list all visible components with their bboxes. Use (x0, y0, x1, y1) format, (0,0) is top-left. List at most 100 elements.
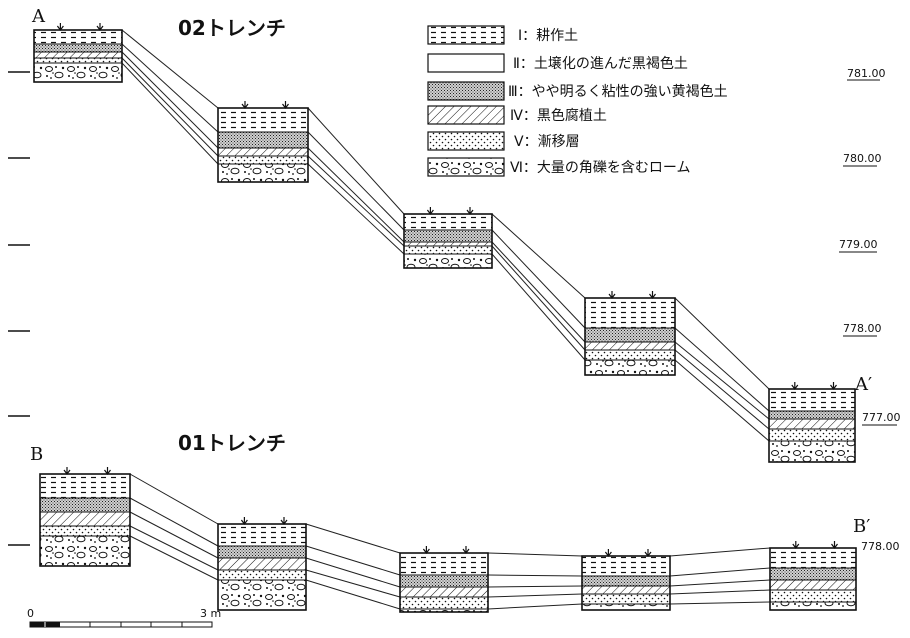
column-outline (584, 297, 676, 376)
correlation-line (491, 253, 586, 361)
surface-marker (282, 101, 289, 109)
correlation-line (669, 579, 771, 587)
soil-layer (218, 108, 308, 132)
soil-layer (770, 568, 856, 580)
column-outline (217, 107, 309, 183)
soil-layer (40, 474, 130, 498)
correlation-line (491, 213, 586, 299)
soil-layer (34, 52, 122, 58)
soil-layer (404, 230, 492, 242)
correlation-line (121, 51, 219, 149)
surface-marker (422, 546, 430, 554)
surface-marker (56, 23, 64, 31)
column-outline (217, 523, 307, 611)
elevation-ticks-left (8, 71, 30, 546)
soil-layer (769, 441, 855, 462)
section-column (33, 23, 123, 83)
surface-marker (791, 382, 799, 390)
section-column (769, 541, 857, 611)
legend-item-6: Ⅵ：大量の角礫を含むローム (427, 157, 691, 177)
soil-layer (770, 602, 856, 610)
svg-text:Ⅳ：黒色腐植土: Ⅳ：黒色腐植土 (510, 107, 607, 124)
scale-end-label: 3 m (200, 607, 221, 620)
soil-layer (585, 342, 675, 350)
correlation-line (305, 557, 401, 588)
elevation-label: 781.00 (847, 67, 886, 80)
correlation-line (305, 545, 401, 576)
soil-layer (582, 604, 670, 610)
section-column (584, 291, 676, 376)
legend-item-1: Ⅰ：耕作土 (427, 25, 578, 45)
correlation-line (669, 547, 771, 557)
soil-layer (218, 164, 308, 182)
label-b: B (30, 444, 43, 465)
correlation-line (305, 523, 401, 554)
correlation-lines (121, 29, 771, 610)
soil-layer (404, 254, 492, 268)
soil-layer (769, 411, 855, 419)
surface-marker (241, 101, 249, 109)
surface-marker (792, 541, 800, 549)
soil-layer (34, 58, 122, 63)
surface-marker (426, 207, 434, 215)
soil-layer (770, 590, 856, 602)
surface-marker (830, 382, 837, 390)
column-outline (39, 473, 131, 567)
soil-layer (34, 44, 122, 52)
soil-layer (34, 30, 122, 44)
legend-item-3: Ⅲ：やや明るく粘性の強い黄褐色土 (427, 81, 728, 101)
soil-layer (585, 360, 675, 375)
correlation-line (487, 552, 583, 557)
legend-item-5: Ⅴ：漸移層 (427, 131, 580, 151)
legend-item-4: Ⅳ：黒色腐植土 (427, 105, 607, 125)
surface-marker (280, 517, 288, 525)
section-column (217, 517, 307, 611)
soil-layer (218, 570, 306, 580)
soil-layer (770, 548, 856, 568)
soil-layer (400, 553, 488, 575)
soil-layer (400, 597, 488, 609)
svg-text:Ⅰ：耕作土: Ⅰ：耕作土 (518, 27, 578, 44)
soil-layer (404, 246, 492, 254)
correlation-line (305, 579, 401, 610)
svg-text:Ⅱ：土壌化の進んだ黒褐色土: Ⅱ：土壌化の進んだ黒褐色土 (513, 55, 688, 72)
soil-layer (769, 429, 855, 441)
svg-text:Ⅴ：漸移層: Ⅴ：漸移層 (514, 134, 580, 150)
soil-layer (218, 156, 308, 164)
column-outline (403, 213, 493, 269)
correlation-line (129, 525, 219, 571)
section-column (768, 382, 856, 463)
trench-02-title: 02トレンチ (178, 16, 286, 40)
elevation-label: 779.00 (839, 238, 878, 251)
surface-marker (63, 467, 71, 475)
correlation-line (674, 359, 770, 442)
soil-layer (770, 580, 856, 590)
trench-01-title: 01トレンチ (178, 431, 286, 455)
soil-layer (40, 498, 130, 512)
surface-marker (104, 467, 111, 475)
correlation-line (491, 241, 586, 343)
correlation-line (307, 131, 405, 231)
surface-marker (644, 549, 652, 557)
soil-layer (769, 389, 855, 411)
correlation-line (669, 601, 771, 605)
label-b-prime: B′ (853, 516, 870, 537)
correlation-line (307, 163, 405, 255)
correlation-line (307, 155, 405, 247)
surface-marker (831, 541, 838, 549)
soil-layer (400, 575, 488, 587)
correlation-line (487, 585, 583, 588)
section-column (39, 467, 131, 567)
soil-layer (218, 148, 308, 156)
surface-marker (466, 207, 474, 215)
correlation-line (121, 43, 219, 133)
section-column (581, 549, 671, 611)
soil-layer (40, 536, 130, 566)
column-outline (399, 552, 489, 613)
correlation-line (305, 569, 401, 598)
surface-marker (649, 291, 656, 299)
correlation-line (669, 567, 771, 577)
correlation-line (491, 229, 586, 329)
correlation-line (129, 511, 219, 559)
section-column (217, 101, 309, 183)
